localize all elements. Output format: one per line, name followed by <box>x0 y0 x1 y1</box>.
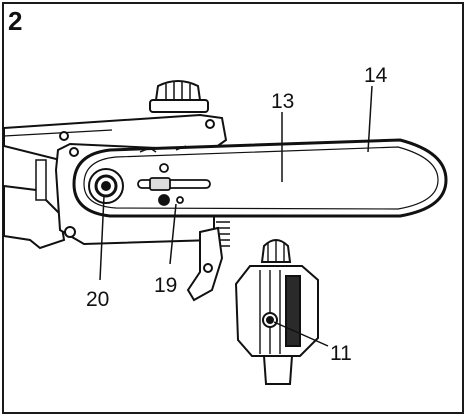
trigger-lever <box>186 226 224 302</box>
chain-teeth <box>216 221 230 247</box>
chain-tensioner-assembly <box>234 239 319 385</box>
figure-number: 2 <box>8 6 22 36</box>
bar-slot <box>137 145 211 206</box>
oil-cap-knob <box>149 80 209 113</box>
callout-14: 14 <box>364 64 388 87</box>
callout-13: 13 <box>271 90 294 113</box>
leader-20 <box>99 195 105 281</box>
drive-sprocket <box>88 168 124 204</box>
leader-11 <box>273 321 329 347</box>
callout-20: 20 <box>86 288 109 311</box>
leader-19 <box>169 203 177 265</box>
callout-11: 11 <box>330 342 352 365</box>
callout-19: 19 <box>154 274 177 297</box>
guide-bar <box>72 138 448 218</box>
leader-lines <box>99 85 373 347</box>
leader-14 <box>367 85 373 153</box>
